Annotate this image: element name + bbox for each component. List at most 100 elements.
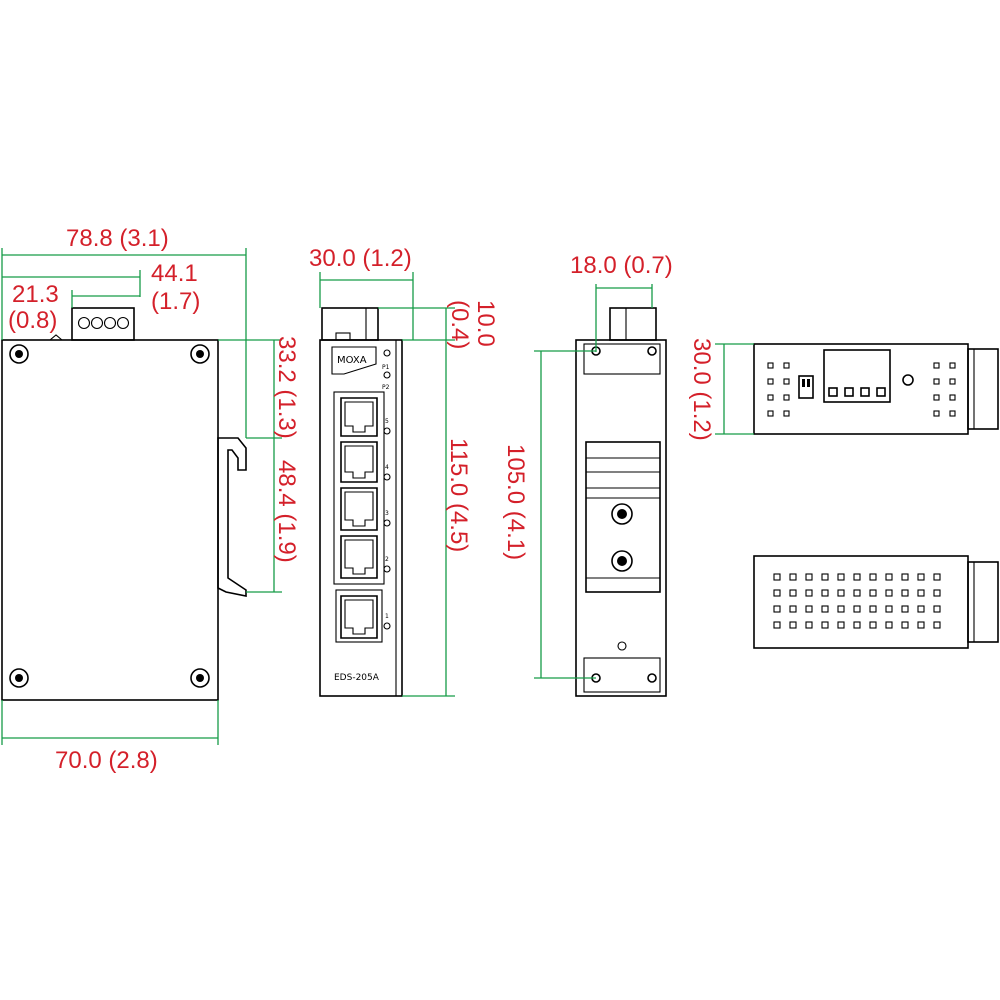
vent-hole [885, 589, 893, 597]
port-group-outline [333, 391, 385, 585]
rj45-port-4: 4 [340, 441, 391, 483]
vent-hole [869, 621, 877, 629]
vent-hole [917, 589, 925, 597]
vent-holes-right [933, 362, 956, 417]
vent-hole [901, 589, 909, 597]
top-view-width-dimension: 30.0 (1.2) [688, 338, 715, 441]
led-p1-label: P1 [382, 364, 390, 371]
vent-hole [789, 621, 797, 629]
vent-holes-left [767, 362, 790, 417]
terminal-block [71, 307, 135, 341]
front-panel [319, 339, 403, 697]
port-5-label: 5 [385, 418, 389, 425]
vent-hole [805, 605, 813, 613]
vent-hole [869, 573, 877, 581]
vent-hole [837, 573, 845, 581]
vent-hole [853, 589, 861, 597]
total-depth-dimension: 78.8 (3.1) [66, 225, 169, 252]
terminal-offset-dimension: 21.3 [12, 281, 59, 308]
dip-switch [798, 375, 814, 399]
vent-hole [837, 589, 845, 597]
terminal-offset-inch: (0.8) [8, 307, 57, 334]
vent-hole [853, 573, 861, 581]
rail-offset-dimension: 44.1 [151, 260, 198, 287]
top-view [753, 343, 999, 435]
mount-hole-dimension: 105.0 (4.1) [502, 444, 529, 560]
vent-hole [773, 573, 781, 581]
vent-hole [821, 605, 829, 613]
body-depth-dimension: 70.0 (2.8) [55, 747, 158, 774]
vent-hole [917, 621, 925, 629]
front-view: MOXA P1 P2 5 4 3 2 [319, 307, 403, 697]
led-p2-label: P2 [382, 384, 390, 391]
din-rail-bracket [585, 441, 661, 593]
port-2-label: 2 [385, 556, 389, 563]
vent-hole [805, 621, 813, 629]
din-rail-clip [217, 437, 247, 597]
front-height-dimension: 115.0 (4.5) [445, 438, 472, 552]
vent-hole [773, 589, 781, 597]
rj45-port-3: 3 [340, 487, 391, 531]
side-view [1, 307, 247, 701]
led-p2-icon [383, 371, 391, 379]
vent-hole [805, 589, 813, 597]
model-label: EDS-205A [334, 673, 380, 683]
vent-hole [821, 589, 829, 597]
front-width-dimension: 30.0 (1.2) [309, 245, 412, 272]
top-connector-dimension: 10.0 [472, 300, 499, 347]
power-terminal [823, 349, 891, 403]
bracket-screw-icon [611, 503, 633, 525]
vent-hole [933, 573, 941, 581]
port-4-label: 4 [385, 464, 389, 471]
top-dimension-lines [715, 343, 754, 435]
vent-hole [869, 605, 877, 613]
vent-hole [885, 573, 893, 581]
screw-icon [9, 344, 210, 688]
vent-hole [901, 621, 909, 629]
vent-hole [853, 621, 861, 629]
vent-hole [901, 605, 909, 613]
vent-hole [789, 573, 797, 581]
rail-offset-inch: (1.7) [151, 288, 200, 315]
vent-hole [885, 605, 893, 613]
vent-hole [933, 621, 941, 629]
port-1-label: 1 [385, 613, 389, 620]
led-p1-icon [383, 349, 391, 357]
vent-hole [789, 589, 797, 597]
vent-hole [933, 605, 941, 613]
vent-hole [853, 605, 861, 613]
rear-view [575, 307, 667, 697]
vent-hole [821, 573, 829, 581]
bottom-view [753, 555, 999, 649]
moxa-logo [331, 346, 377, 375]
rear-dimension-lines [534, 284, 653, 679]
vent-grid [773, 573, 941, 629]
brand-label: MOXA [337, 355, 367, 366]
vent-hole [805, 573, 813, 581]
vent-hole [773, 621, 781, 629]
rail-height-dimension: 48.4 (1.9) [273, 460, 300, 563]
side-dimension-lines [1, 248, 282, 745]
vent-hole [821, 621, 829, 629]
vent-hole [789, 605, 797, 613]
top-connector-inch: (0.4) [446, 300, 473, 349]
side-view-body [1, 339, 219, 701]
rj45-port-1: 1 [335, 589, 391, 643]
vent-hole [901, 573, 909, 581]
bottom-panel [753, 555, 969, 649]
vent-hole [885, 621, 893, 629]
upper-height-dimension: 33.2 (1.3) [273, 336, 300, 439]
vent-hole [869, 589, 877, 597]
rj45-port-2: 2 [340, 535, 391, 579]
vent-hole [837, 621, 845, 629]
ground-screw-icon [902, 374, 914, 386]
vent-hole [917, 605, 925, 613]
rear-width-dimension: 18.0 (0.7) [570, 252, 673, 279]
vent-hole [837, 605, 845, 613]
port-3-label: 3 [385, 510, 389, 517]
vent-hole [773, 605, 781, 613]
rj45-port-5: 5 [340, 397, 391, 437]
front-dimension-lines [319, 272, 455, 697]
vent-hole [933, 589, 941, 597]
